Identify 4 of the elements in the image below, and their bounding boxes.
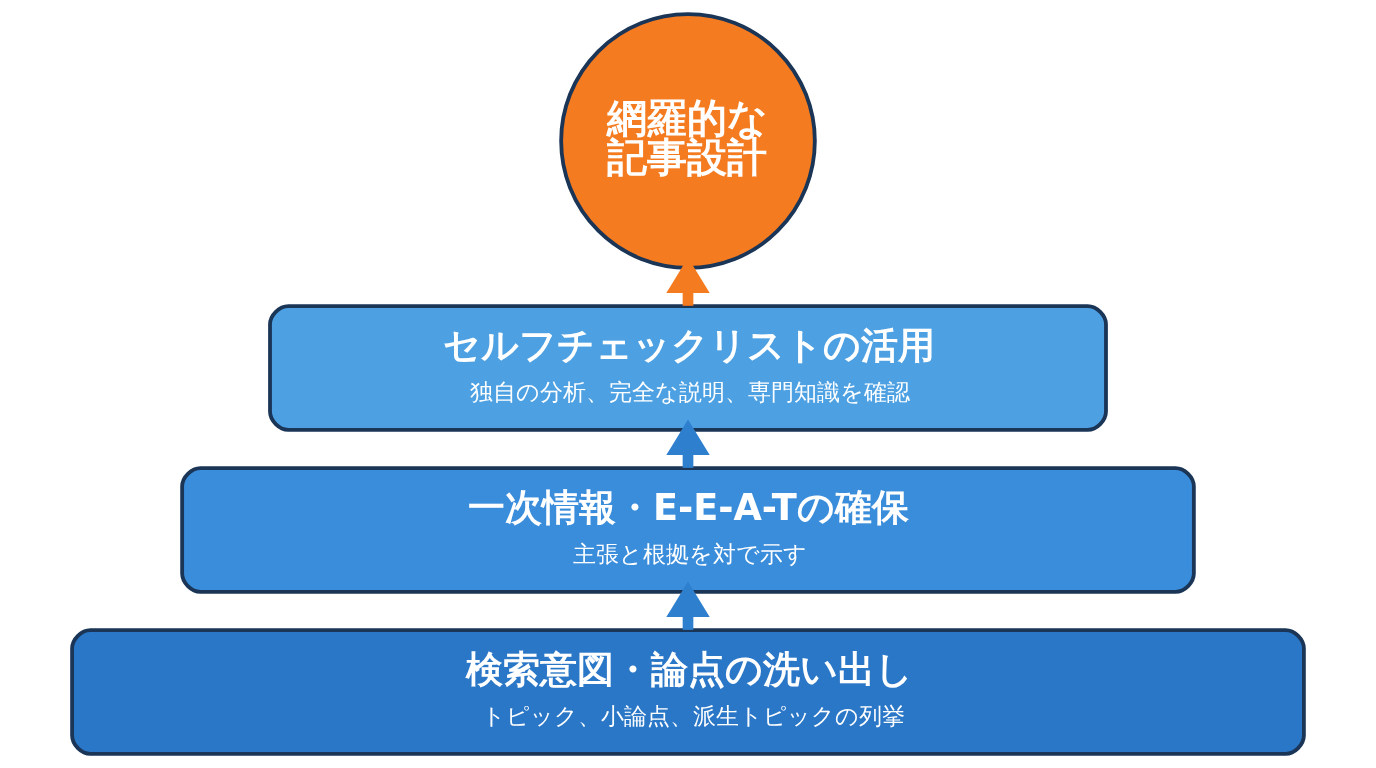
- node-box: 検索意図・論点の洗い出し トピック、小論点、派生トピックの列挙: [70, 628, 1306, 756]
- node-box: セルフチェックリストの活用 独自の分析、完全な説明、専門知識を確認: [268, 304, 1108, 432]
- node-box: 一次情報・E-E-A-Tの確保 主張と根拠を対で示す: [180, 466, 1196, 594]
- node-circle: 網羅的な記事設計: [559, 12, 817, 270]
